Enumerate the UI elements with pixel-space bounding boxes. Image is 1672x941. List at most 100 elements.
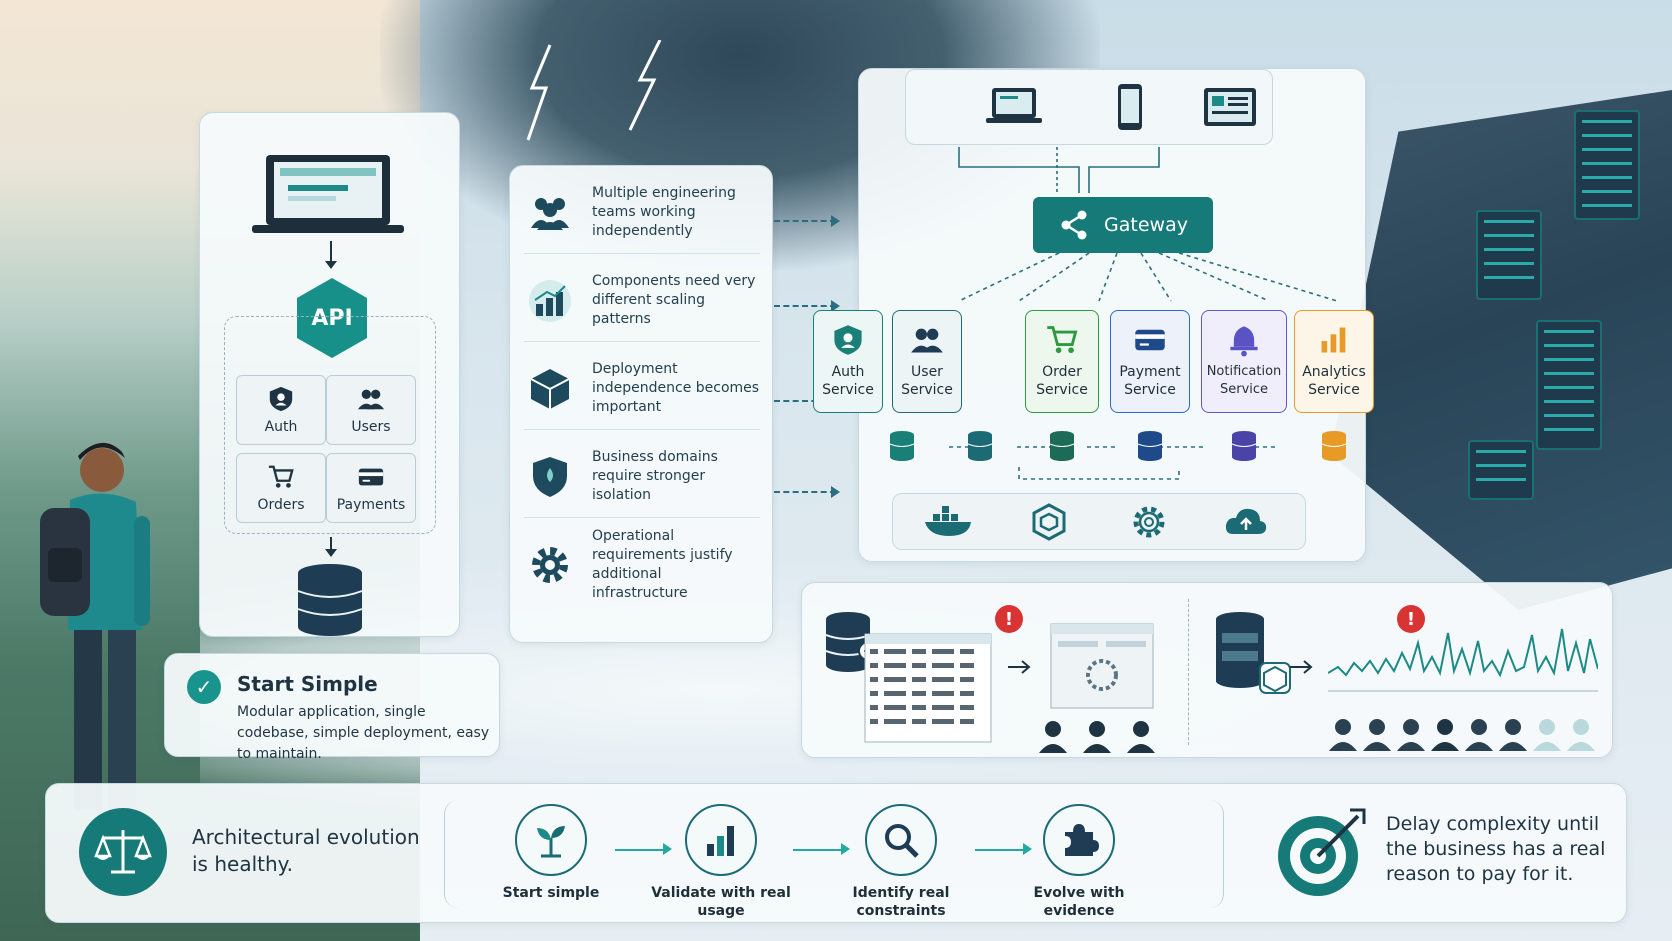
overloaded-table-icon — [864, 633, 992, 743]
bar-chart-icon — [1321, 327, 1346, 353]
step-label: Identify real constraints — [852, 885, 950, 919]
order-database-icon — [1049, 431, 1075, 461]
step-validate: Validate with real usage — [651, 804, 791, 920]
api-hexagon: API — [297, 278, 367, 358]
shield-user-icon — [269, 386, 293, 412]
evolution-steps: Start simple Validate with real usage Id… — [444, 800, 1224, 919]
module-label: Orders — [257, 497, 305, 513]
settings-icon — [1133, 506, 1165, 538]
step-start-simple: Start simple — [481, 804, 621, 902]
service-label-line1: Auth — [831, 364, 865, 380]
module-auth: Auth — [236, 375, 326, 445]
service-label-line2: Service — [1219, 382, 1269, 397]
dashboard-icon — [1204, 88, 1256, 126]
step-arrow — [793, 843, 850, 855]
cart-icon — [268, 465, 294, 488]
module-orders: Orders — [236, 453, 326, 523]
card-icon — [358, 468, 384, 486]
server-rack-icon — [1476, 210, 1542, 300]
reason-text: Components need very different scaling p… — [592, 273, 756, 327]
reason-item: Multiple engineering teams working indep… — [524, 172, 760, 254]
server-rack-icon — [1536, 320, 1602, 450]
step-label: Evolve with evidence — [1033, 885, 1125, 919]
bar-chart-icon — [707, 826, 734, 856]
puzzle-icon — [1065, 824, 1099, 856]
order-service-card: Order Service — [1025, 310, 1099, 413]
step-label: Start simple — [502, 885, 600, 901]
user-service-card: User Service — [892, 310, 962, 413]
monolith-panel: API Auth Users Orders Payments — [199, 112, 460, 637]
database-icon — [297, 564, 363, 636]
users-icon — [357, 389, 385, 410]
reason-text: Operational requirements justify additio… — [592, 528, 733, 601]
reason-text: Multiple engineering teams working indep… — [592, 185, 736, 239]
database-icon — [825, 612, 878, 672]
reason-item: Deployment independence becomes importan… — [524, 348, 760, 430]
notification-service-card: Notification Service — [1201, 310, 1287, 413]
gear-icon — [532, 547, 568, 583]
user-avatar-icon — [1465, 719, 1493, 751]
flow-arrow — [325, 241, 337, 269]
alert-icon: ! — [1397, 605, 1425, 633]
scaling-problems-panel: ! ! — [801, 582, 1613, 758]
magnifier-icon — [885, 824, 919, 858]
step-identify: Identify real constraints — [831, 804, 971, 920]
module-label: Users — [351, 419, 391, 435]
divider — [1188, 599, 1189, 745]
service-label-line2: Service — [1308, 382, 1360, 398]
start-card-title: Start Simple — [237, 672, 378, 696]
shield-icon — [533, 456, 567, 497]
cart-icon — [1047, 326, 1078, 354]
step-evolve: Evolve with evidence — [1009, 804, 1149, 920]
phone-icon — [1118, 84, 1142, 130]
sprout-icon — [537, 826, 565, 858]
reason-item: Business domains require stronger isolat… — [524, 436, 760, 518]
start-simple-card: ✓ Start Simple Modular application, sing… — [164, 653, 500, 762]
step-arrow — [615, 843, 672, 855]
service-label-line1: Analytics — [1302, 364, 1366, 380]
laptop-icon — [252, 155, 404, 233]
service-label-line1: Payment — [1119, 364, 1181, 380]
dashed-arrow — [774, 486, 840, 498]
user-avatar-icon — [1127, 721, 1155, 753]
user-avatar-icon — [1083, 721, 1111, 753]
arrow-right-icon — [1290, 660, 1313, 674]
scale-icon — [79, 808, 167, 896]
team-icon — [531, 197, 569, 230]
arrow-right-icon — [1008, 660, 1031, 674]
user-avatar-icon — [1567, 719, 1595, 751]
reason-text: Business domains require stronger isolat… — [592, 449, 718, 503]
module-users: Users — [326, 375, 416, 445]
user-database-icon — [967, 431, 993, 461]
reason-text: Deployment independence becomes importan… — [592, 361, 760, 415]
bell-icon — [1230, 326, 1258, 357]
reasons-panel: Multiple engineering teams working indep… — [509, 165, 773, 643]
user-avatar-icon — [1499, 719, 1527, 751]
docker-icon — [925, 506, 971, 536]
user-avatar-icon — [1329, 719, 1357, 751]
analytics-database-icon — [1321, 431, 1347, 461]
cloud-upload-icon — [1225, 508, 1267, 534]
footer-right-text: Delay complexity until the business has … — [1386, 813, 1606, 885]
alert-icon: ! — [995, 605, 1023, 633]
payment-service-card: Payment Service — [1110, 310, 1190, 413]
loading-screen-icon — [1050, 623, 1154, 709]
user-avatar-icon — [1039, 721, 1067, 753]
server-rack-icon — [1574, 110, 1640, 220]
auth-database-icon — [889, 431, 915, 461]
service-label-line2: Service — [1124, 382, 1176, 398]
dashed-arrow — [774, 300, 840, 312]
dashed-arrow — [774, 215, 840, 227]
service-label-line1: Order — [1042, 364, 1082, 380]
laptop-icon — [986, 88, 1042, 123]
shield-user-icon — [834, 325, 862, 355]
users-icon — [911, 328, 943, 353]
client-devices — [905, 69, 1273, 145]
module-label: Auth — [264, 419, 298, 435]
server-rack-icon — [1468, 440, 1534, 500]
flow-arrow — [325, 537, 337, 557]
analytics-service-card: Analytics Service — [1294, 310, 1374, 413]
auth-service-card: Auth Service — [813, 310, 883, 413]
user-avatar-icon — [1431, 719, 1459, 751]
target-icon — [1278, 808, 1366, 896]
